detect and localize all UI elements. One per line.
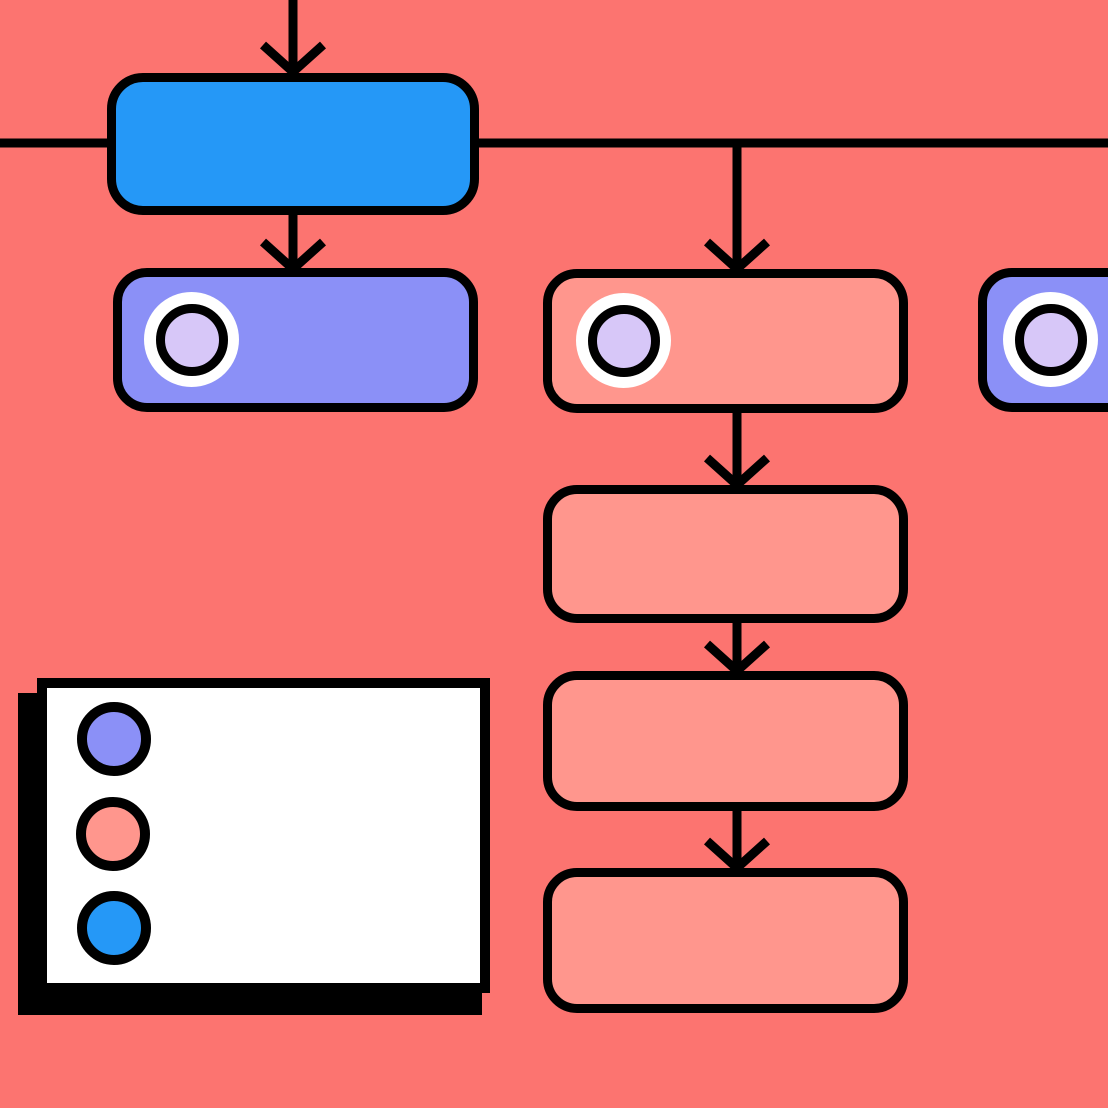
legend-swatch-periwinkle — [77, 702, 151, 776]
node-middle-salmon-3[interactable] — [543, 671, 908, 811]
node-middle-salmon-1[interactable] — [543, 269, 908, 413]
legend-swatch-blue — [77, 891, 151, 965]
node-badge-dot-icon — [1014, 303, 1087, 376]
node-right-periwinkle[interactable] — [978, 268, 1108, 412]
node-badge-ring-icon — [144, 292, 239, 387]
node-left-periwinkle[interactable] — [113, 268, 478, 412]
legend-card[interactable] — [37, 678, 490, 993]
arrow-into-blue — [259, 0, 327, 79]
node-middle-salmon-4[interactable] — [543, 868, 908, 1013]
node-top-blue[interactable] — [107, 73, 479, 215]
node-badge-dot-icon — [155, 303, 228, 376]
arrow-salmon-3-to-4 — [703, 809, 771, 875]
node-badge-ring-icon — [1003, 292, 1098, 387]
legend-swatch-salmon — [76, 797, 150, 871]
node-badge-dot-icon — [587, 304, 660, 377]
arrow-trunk-to-middle-salmon-1 — [703, 143, 771, 276]
arrow-salmon-2-to-3 — [703, 621, 771, 678]
arrow-blue-to-left-periwinkle — [259, 212, 327, 276]
node-badge-ring-icon — [576, 293, 671, 388]
arrow-salmon-1-to-2 — [703, 410, 771, 492]
node-middle-salmon-2[interactable] — [543, 485, 908, 623]
